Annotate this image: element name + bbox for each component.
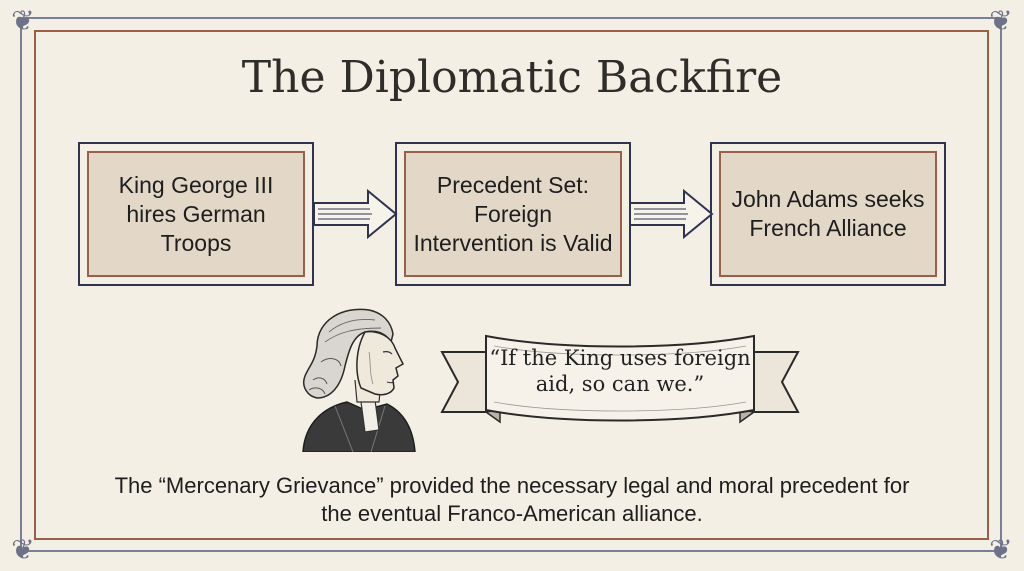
ribbon-banner: [440, 334, 800, 424]
right-arrow-icon: [629, 188, 714, 240]
caption-text: The “Mercenary Grievance” provided the n…: [114, 473, 910, 526]
right-arrow-icon: [313, 188, 398, 240]
flow-box-3: John Adams seeks French Alliance: [710, 142, 946, 286]
ornament-corner-icon: ❦: [11, 533, 35, 566]
outer-frame: [20, 17, 1002, 552]
flow-box-2-label: Precedent Set: Foreign Intervention is V…: [404, 151, 622, 277]
banner-quote: “If the King uses foreign aid, so can we…: [489, 346, 751, 396]
inner-frame: [34, 30, 989, 540]
page-title: The Diplomatic Backfire: [241, 52, 783, 103]
portrait-illustration: [302, 308, 416, 452]
flow-box-1: King George III hires German Troops: [78, 142, 314, 286]
ornament-corner-icon: ❦: [989, 4, 1013, 37]
ornament-corner-icon: ❦: [989, 533, 1013, 566]
flow-box-3-label: John Adams seeks French Alliance: [719, 151, 937, 277]
flow-box-2: Precedent Set: Foreign Intervention is V…: [395, 142, 631, 286]
flow-box-1-label: King George III hires German Troops: [87, 151, 305, 277]
ornament-corner-icon: ❦: [11, 4, 35, 37]
